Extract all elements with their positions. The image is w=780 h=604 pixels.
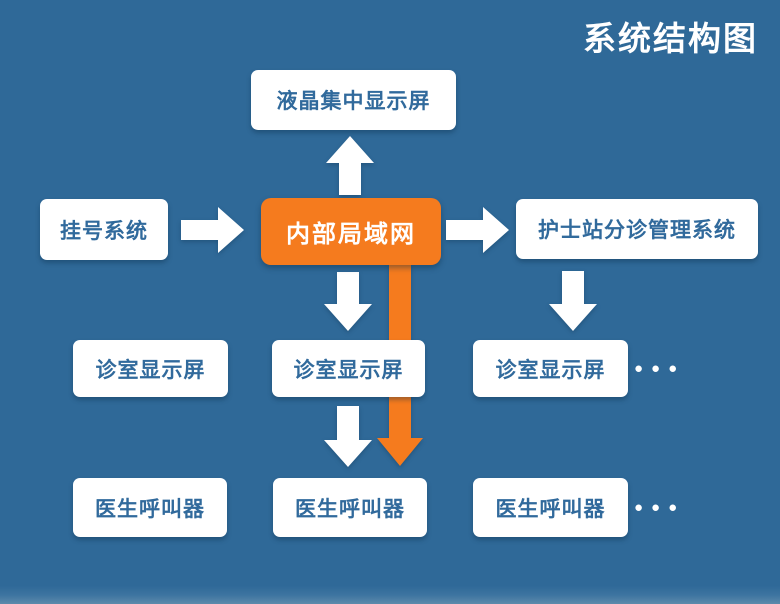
arrow-shape xyxy=(326,136,374,195)
arrow-lan-to-nurse-station xyxy=(446,207,509,253)
node-nurse-station-triage-system: 护士站分诊管理系统 xyxy=(516,199,758,259)
node-room-display-center: 诊室显示屏 xyxy=(272,340,425,397)
node-room-display-right: 诊室显示屏 xyxy=(473,340,628,397)
node-doctor-pager-left: 医生呼叫器 xyxy=(73,478,227,537)
arrow-registration-to-lan xyxy=(181,207,244,253)
node-room-display-left: 诊室显示屏 xyxy=(73,340,228,397)
arrow-shape xyxy=(324,272,372,331)
arrow-shape xyxy=(181,207,244,253)
arrow-nurse-station-to-room-display xyxy=(549,271,597,331)
arrow-room-display-to-doctor-pager xyxy=(324,406,372,467)
arrow-lan-to-lcd xyxy=(326,136,374,195)
node-lcd-central-display: 液晶集中显示屏 xyxy=(251,70,456,130)
node-doctor-pager-right: 医生呼叫器 xyxy=(473,478,628,537)
arrow-shape xyxy=(549,271,597,331)
arrow-shape xyxy=(446,207,509,253)
ellipsis-room-display-row: ●●● xyxy=(634,360,686,377)
arrow-shape xyxy=(324,406,372,467)
node-registration-system: 挂号系统 xyxy=(40,199,168,260)
page-title: 系统结构图 xyxy=(583,20,758,57)
node-doctor-pager-center: 医生呼叫器 xyxy=(273,478,427,537)
node-internal-lan: 内部局域网 xyxy=(261,198,441,265)
ellipsis-doctor-pager-row: ●●● xyxy=(634,499,686,516)
arrow-lan-to-room-display xyxy=(324,272,372,331)
